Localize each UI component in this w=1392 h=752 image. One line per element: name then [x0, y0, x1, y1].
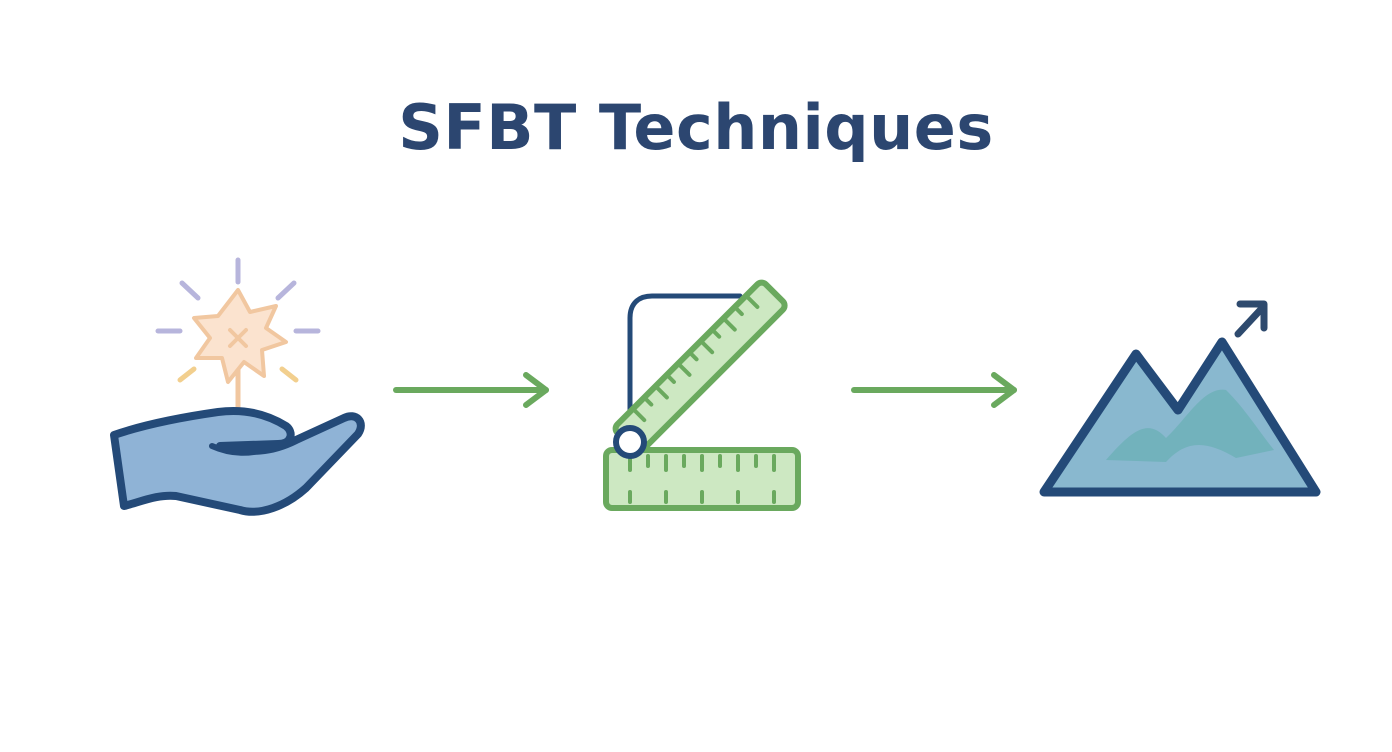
right-arrow-icon [851, 372, 1017, 408]
hand-with-sparkle-icon [110, 257, 365, 516]
step-3 [1036, 290, 1332, 510]
mountain-progress-icon [1039, 300, 1321, 497]
hand-shape [110, 407, 365, 516]
ruler-scale-icon [603, 279, 801, 511]
mountain-shade [1106, 389, 1274, 462]
scale-bracket [627, 293, 743, 433]
sparkle-center-mark [228, 328, 248, 348]
step-2 [590, 270, 820, 530]
sparkle-rays [155, 257, 321, 383]
connector-arrow-2 [848, 370, 1023, 410]
mountain-shape [1039, 337, 1321, 497]
connector-arrow-1 [390, 370, 555, 410]
step-1 [100, 250, 380, 530]
scale-hinge [613, 425, 647, 459]
right-arrow-icon [393, 372, 549, 408]
page-title: SFBT Techniques [398, 91, 994, 164]
up-right-arrow-icon [1234, 300, 1268, 338]
hand-thumb-crease [209, 443, 279, 456]
horizontal-ruler [603, 447, 801, 511]
